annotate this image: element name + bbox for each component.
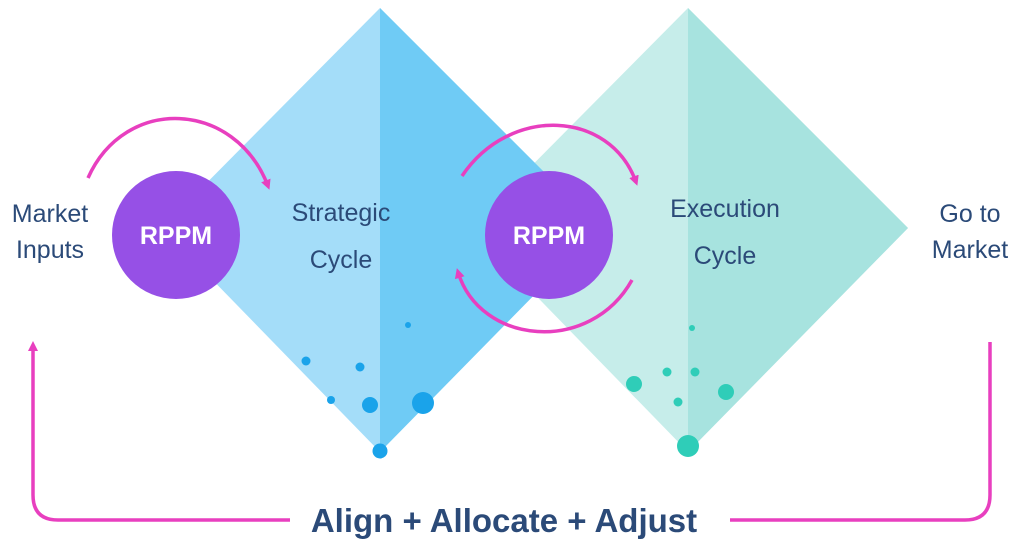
market-inputs-label: Market Inputs	[12, 200, 88, 264]
execution-cycle-line-2: Cycle	[694, 242, 757, 270]
strategic-cycle-line-1: Strategic	[292, 199, 391, 227]
curved-arrow-icon	[460, 123, 639, 186]
execution-dots	[626, 325, 734, 457]
loop-arrow-icon	[28, 341, 290, 522]
loop-arrow-icon	[730, 342, 992, 522]
execution-cycle-label: Execution Cycle	[670, 195, 780, 270]
go-to-market-label: Go to Market	[932, 200, 1008, 264]
curved-arrow-icon	[86, 116, 271, 190]
rppm-badge-right: RPPM	[485, 171, 613, 299]
go-to-market-line-1: Go to	[939, 200, 1000, 228]
strategic-dots	[301, 322, 434, 459]
market-inputs-line-2: Inputs	[16, 236, 84, 264]
strategic-cycle-label: Strategic Cycle	[292, 199, 391, 274]
strategic-cycle-line-2: Cycle	[310, 246, 373, 274]
execution-cycle-line-1: Execution	[670, 195, 780, 223]
market-inputs-line-1: Market	[12, 200, 88, 228]
go-to-market-line-2: Market	[932, 236, 1008, 264]
rppm-badge-left: RPPM	[112, 171, 240, 299]
footer-title: Align + Allocate + Adjust	[311, 502, 697, 539]
execution-diamond	[470, 8, 908, 452]
badge-left-label: RPPM	[140, 222, 212, 250]
badge-right-label: RPPM	[513, 222, 585, 250]
curved-arrow-icon	[454, 268, 634, 334]
